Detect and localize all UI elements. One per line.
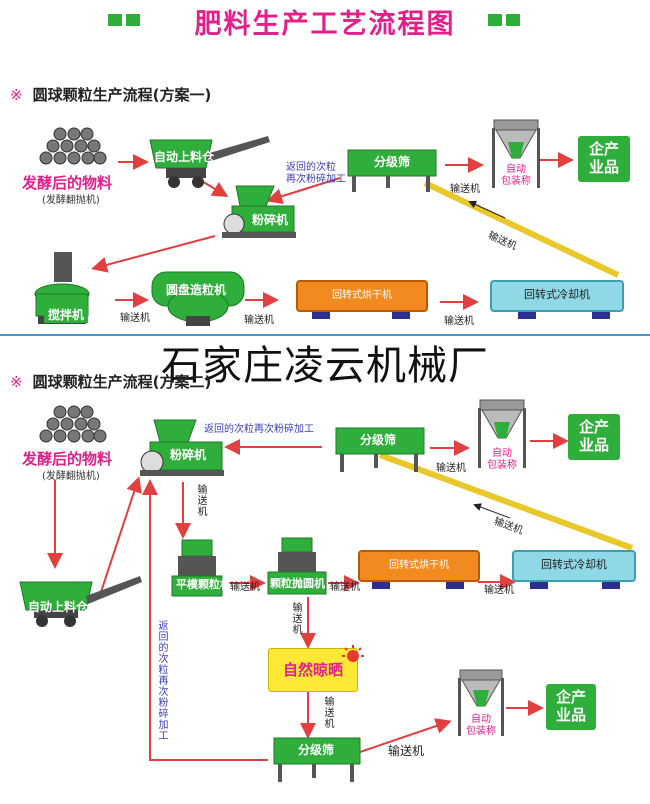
section2-cooler: 回转式冷却机	[512, 550, 636, 582]
cooler2-foot-2	[602, 582, 620, 589]
screen-machine-icon	[347, 149, 437, 192]
section2-flat-die-label: 平模颗粒机	[176, 578, 231, 591]
section1-cooler: 回转式冷却机	[490, 280, 624, 312]
section1-heading: ※圆球颗粒生产流程(方案一)	[10, 86, 212, 104]
material-pile-icon	[39, 127, 107, 165]
section2-crusher-label: 粉碎机	[170, 448, 207, 462]
section1-screen-label: 分级筛	[374, 155, 411, 169]
cooler2-foot-1	[530, 582, 548, 589]
flat-die-granulator-icon	[171, 539, 223, 597]
section2-conveyor-label-6: 输送机	[388, 744, 425, 758]
material-pile-icon-2	[39, 405, 107, 443]
section1-pack-label: 自动 包装称	[501, 164, 531, 187]
reference-mark-icon-2: ※	[10, 373, 23, 391]
hopper-machine-icon-2	[19, 576, 142, 627]
section1-hopper-label: 自动上料仓	[154, 150, 215, 164]
dryer2-foot-1	[372, 582, 390, 589]
screen-machine-icon-3	[273, 737, 361, 782]
section2-heading: ※圆球颗粒生产流程(方案二)	[10, 373, 212, 391]
section2-conveyor-vertical-2: 输送机	[290, 602, 301, 635]
reference-mark-icon: ※	[10, 86, 23, 104]
section2-conveyor-label-1: 输送机	[436, 463, 466, 474]
section1-conveyor-label-5: 输送机	[444, 316, 474, 327]
section1-conveyor-label-3: 输送机	[120, 313, 150, 324]
dryer-foot-1	[312, 312, 330, 319]
section2-dryer: 回转式烘干机	[358, 550, 480, 582]
hopper-machine-icon	[149, 136, 270, 188]
packing-scale-icon-3	[458, 669, 504, 736]
section-divider	[0, 334, 650, 336]
section2-screen-label: 分级筛	[360, 433, 397, 447]
section2-conveyor-label-3: 输送机	[230, 582, 260, 593]
section2-product-box: 企产 业品	[568, 414, 620, 460]
section2-raw-sub: (发酵翻抛机)	[42, 471, 100, 482]
section2-screen2-label: 分级筛	[298, 743, 335, 757]
dryer2-foot-2	[446, 582, 464, 589]
section2-product-box-2: 企产 业品	[546, 684, 596, 730]
cooler-foot-1	[518, 312, 536, 319]
section1-product-box: 企产 业品	[578, 136, 630, 182]
section2-conveyor-vertical-1: 输送机	[195, 484, 206, 517]
packing-scale-icon	[492, 119, 540, 188]
cooler-foot-2	[592, 312, 610, 319]
dryer-foot-2	[392, 312, 410, 319]
watermark: 石家庄凌云机械厂	[161, 343, 489, 389]
screen-machine-icon-2	[335, 427, 425, 472]
section2-polisher-label: 颗粒抛圆机	[270, 577, 325, 590]
crusher-machine-icon-2	[140, 419, 224, 476]
disc-granulator-icon	[151, 271, 245, 326]
section1-raw-sub: (发酵翻抛机)	[42, 195, 100, 206]
section2-pack-label: 自动 包装称	[487, 448, 517, 471]
section2-return-note: 返回的次粒再次粉碎加工	[204, 424, 314, 435]
title-deco-left-2	[126, 14, 140, 26]
polisher-machine-icon	[267, 537, 327, 595]
section1-crusher-label: 粉碎机	[252, 213, 289, 227]
section1-mixer-label: 搅拌机	[44, 306, 89, 323]
title-deco-left-1	[108, 14, 122, 26]
section2-conveyor-label-5: 输送机	[484, 585, 514, 596]
title-deco-right-2	[506, 14, 520, 26]
section2-return-vertical-note: 返回的次粒再次粉碎加工	[156, 620, 167, 741]
section2-conveyor-label-4: 输送机	[330, 582, 360, 593]
section1-raw-label: 发酵后的物料	[22, 174, 113, 192]
page-title: 肥料生产工艺流程图	[194, 9, 456, 40]
section1-conveyor-label-4: 输送机	[244, 315, 274, 326]
packing-scale-icon-2	[478, 399, 526, 468]
title-deco-right-1	[488, 14, 502, 26]
section1-return-note: 返回的次粒 再次粉碎加工	[286, 162, 346, 185]
crusher-machine-icon	[222, 185, 296, 238]
section1-dryer: 回转式烘干机	[296, 280, 428, 312]
section2-pack-label-2: 自动 包装称	[466, 714, 496, 737]
section1-disc-label: 圆盘造粒机	[166, 283, 227, 297]
section2-conveyor-vertical-3: 输送机	[322, 696, 333, 729]
sun-icon	[342, 645, 364, 662]
section2-raw-label: 发酵后的物料	[22, 450, 113, 468]
section1-conveyor-label-1: 输送机	[450, 184, 480, 195]
section2-hopper-label: 自动上料仓	[28, 600, 89, 614]
